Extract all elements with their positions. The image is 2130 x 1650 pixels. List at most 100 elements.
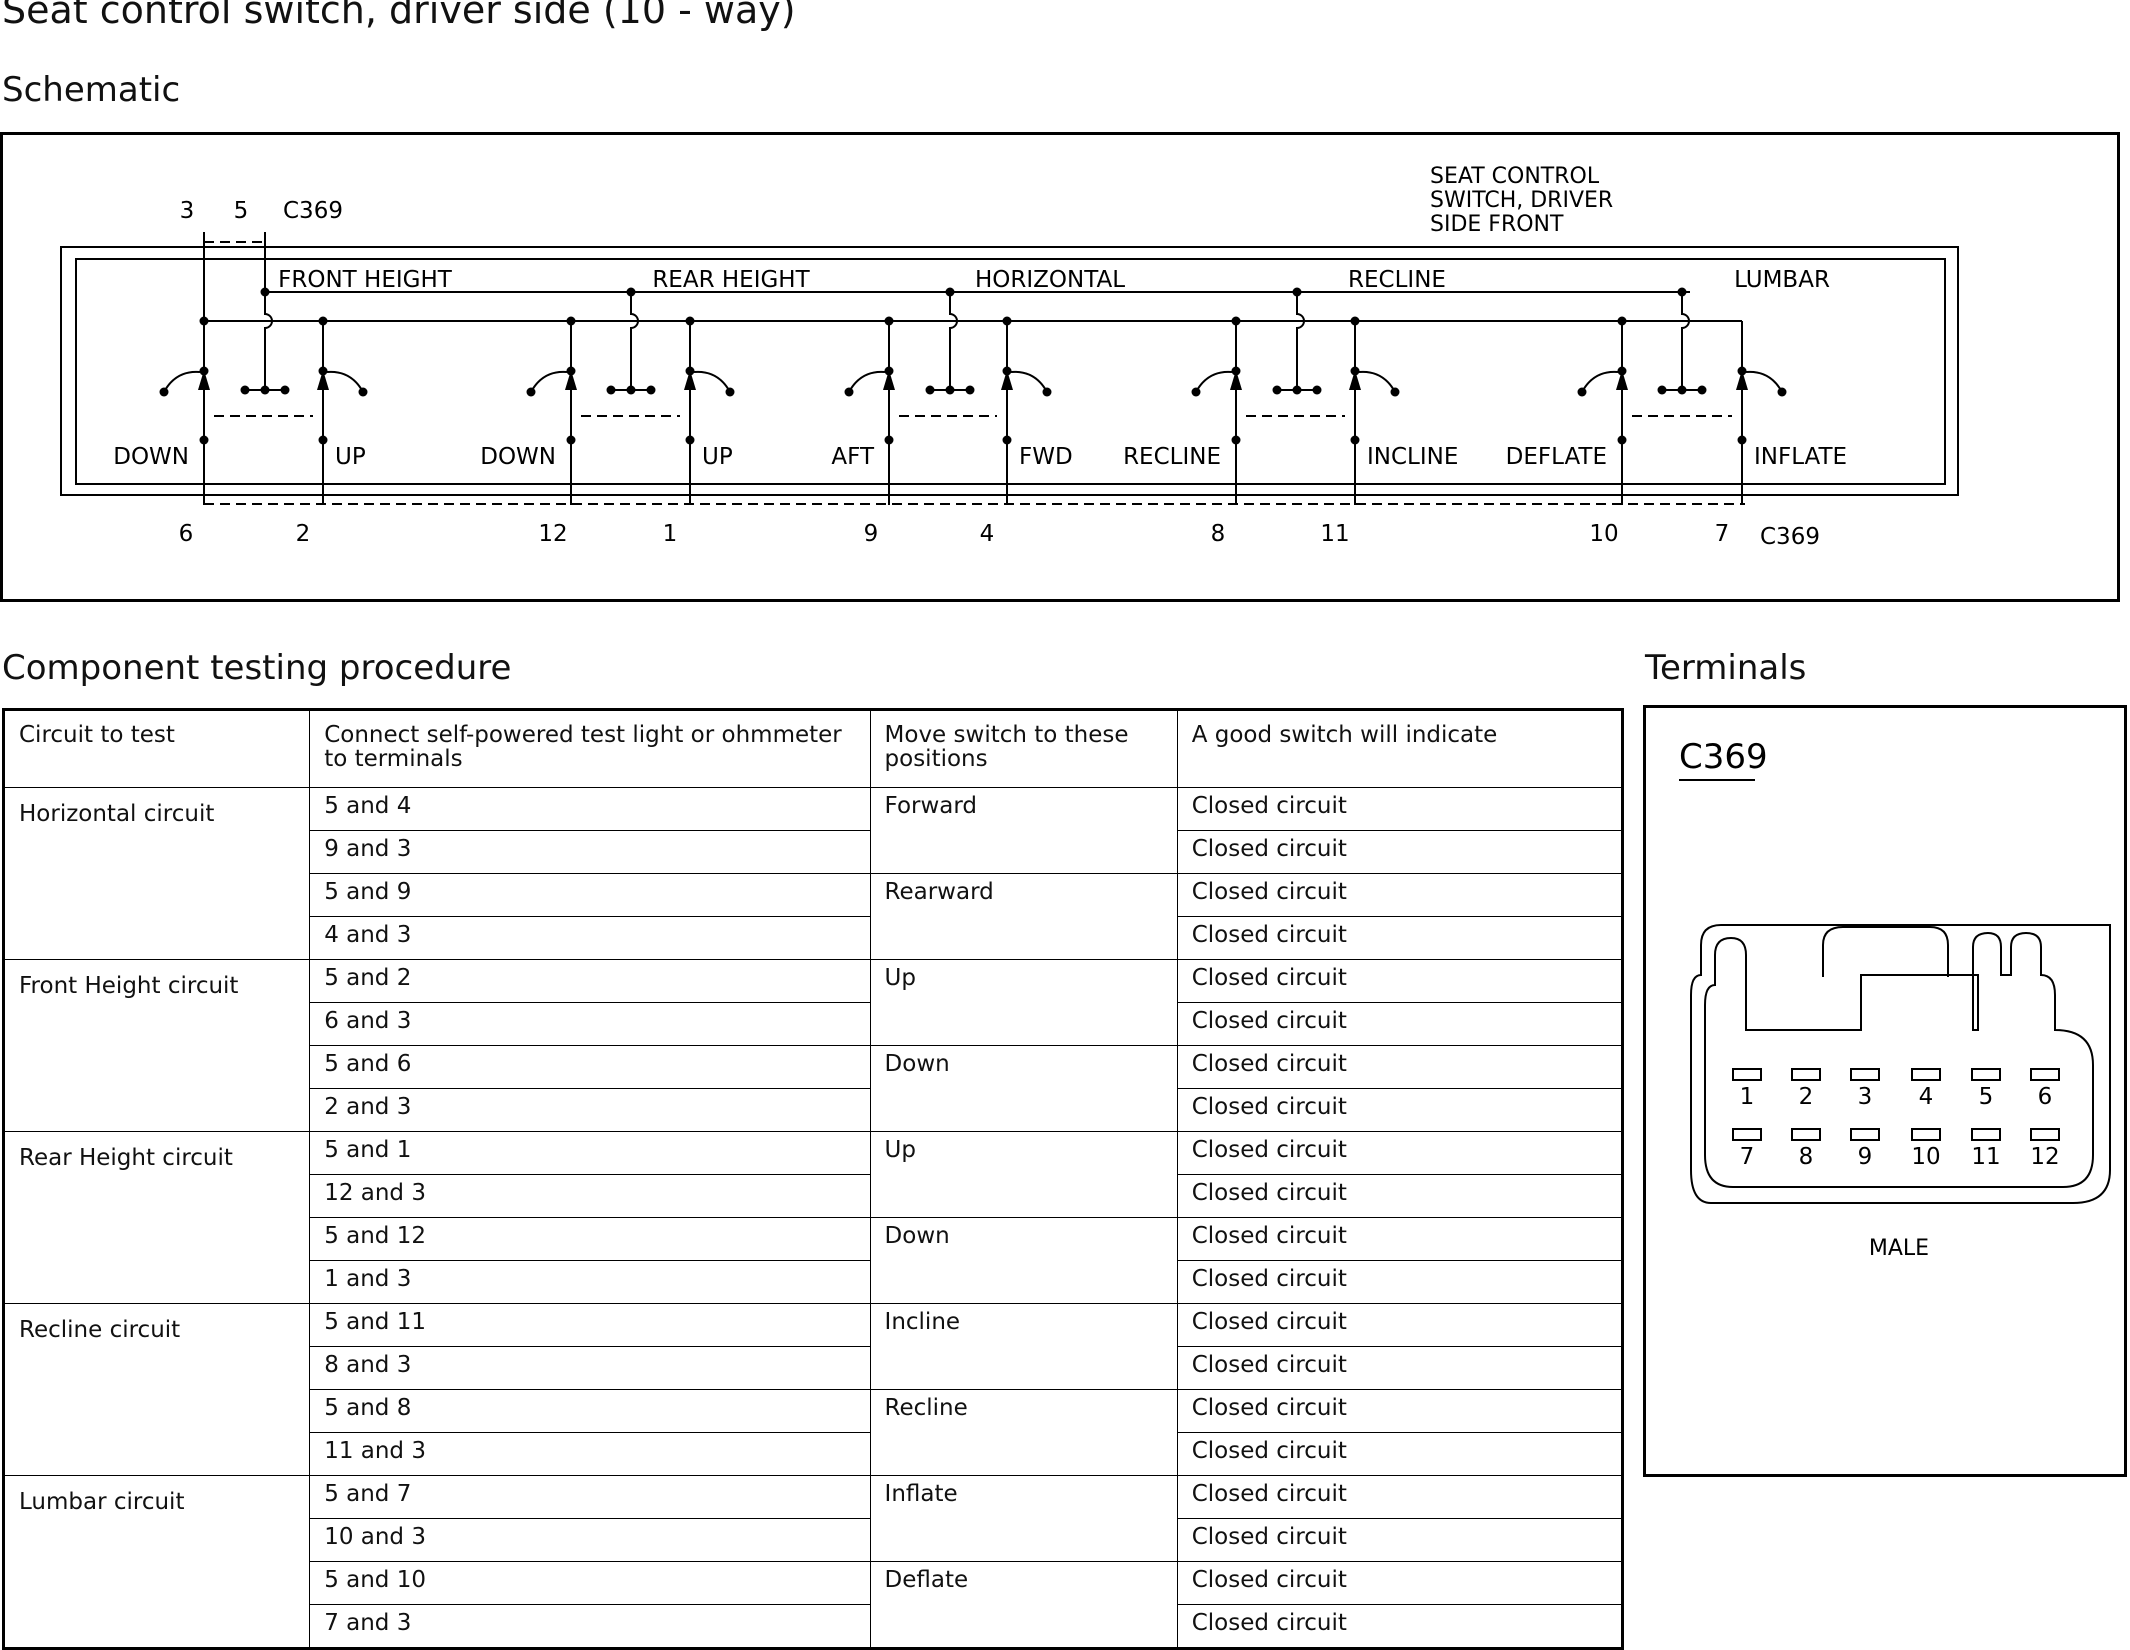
switch-arrow [684,370,696,390]
terminals-cell: 5 and 8 [309,1389,871,1433]
switch-outline-outer [60,246,1959,496]
switch-arrow [1736,370,1748,390]
page-title: Seat control switch, driver side (10 - w… [2,0,796,32]
pin-number: 1 [663,521,678,547]
result-cell: Closed circuit [1176,1475,1624,1519]
result-cell: Closed circuit [1176,1045,1624,1089]
device-label-line-1: SEAT CONTROL [1430,164,1600,189]
arc-end-dot [1777,387,1787,397]
terminals-cell: 9 and 3 [309,830,871,874]
section-title: REAR HEIGHT [652,267,810,293]
contact-dot [945,385,955,395]
terminals-cell: 5 and 7 [309,1475,871,1519]
terminal-pin [1971,1128,2001,1141]
circuit-cell: Recline circuit [2,1303,311,1476]
contact-dot [1677,385,1687,395]
contact-dot [606,385,616,395]
result-cell: Closed circuit [1176,1217,1624,1261]
contact-dot [1272,385,1282,395]
schematic-diagram: SEAT CONTROL SWITCH, DRIVER SIDE FRONT 3… [0,132,2120,602]
terminal-pin [2030,1128,2060,1141]
top-connector-label: C369 [283,198,343,224]
contact-dot [260,385,270,395]
terminals-cell: 5 and 11 [309,1303,871,1347]
column-header: Connect self-powered test light or ohmme… [309,709,871,788]
contact-dot [965,385,975,395]
contact-dot [1657,385,1667,395]
contact-dot [646,385,656,395]
position-label-left: RECLINE [1123,444,1221,470]
supply-junction [1292,287,1302,297]
switch-arrow [317,370,329,390]
gender-label: MALE [1869,1236,1929,1261]
terminals-cell: 12 and 3 [309,1174,871,1218]
supply-drop [264,292,273,390]
switch-outline-inner [75,258,1946,485]
terminals-cell: 1 and 3 [309,1260,871,1304]
switch-arrow [883,370,895,390]
switch-arc [848,370,886,393]
pin-number: 4 [980,521,995,547]
result-cell: Closed circuit [1176,787,1624,831]
pole-pivot-dot [1231,435,1241,445]
position-label-left: AFT [831,444,875,470]
result-cell: Closed circuit [1176,1260,1624,1304]
terminals-frame [1643,705,2127,1477]
position-label-right: UP [335,444,366,470]
terminal-pin [1971,1068,2001,1081]
result-cell: Closed circuit [1176,1432,1624,1476]
pole-top-dot [1617,366,1627,376]
arc-end-dot [1577,387,1587,397]
pole-pivot-dot [199,435,209,445]
switch-arc [326,370,364,393]
terminals-cell: 6 and 3 [309,1002,871,1046]
table-row: 1 and 3 Closed circuit [4,1260,1624,1304]
column-header: A good switch will indicate [1176,709,1624,788]
bus-junction [1231,316,1241,326]
pole-pivot-dot [1002,435,1012,445]
result-cell: Closed circuit [1176,916,1624,960]
contact-dot [1697,385,1707,395]
terminal-pin-number: 11 [1971,1144,2000,1170]
terminal-pin [1732,1068,1762,1081]
position-label-right: UP [702,444,733,470]
connector-key [1822,926,1949,977]
supply-junction [945,287,955,297]
result-cell: Closed circuit [1176,873,1624,917]
terminals-cell: 11 and 3 [309,1432,871,1476]
section-title: HORIZONTAL [975,267,1125,293]
contact-dot [240,385,250,395]
pole-pivot-dot [1350,435,1360,445]
contact-dot [925,385,935,395]
column-header: Move switch to these positions [869,709,1178,788]
terminal-pin-number: 9 [1858,1144,1873,1170]
schematic-frame [0,132,2120,602]
position-label-left: DOWN [113,444,189,470]
result-cell: Closed circuit [1176,830,1624,874]
terminals-cell: 5 and 12 [309,1217,871,1261]
pin-number: 2 [296,521,311,547]
switch-arrow [565,370,577,390]
terminal-pin-number: 12 [2030,1144,2059,1170]
result-cell: Closed circuit [1176,1303,1624,1347]
table-row: 9 and 3 Closed circuit [4,830,1624,874]
pin-number: 11 [1320,521,1349,547]
result-cell: Closed circuit [1176,1002,1624,1046]
table-row: 6 and 3 Closed circuit [4,1002,1624,1046]
arc-end-dot [159,387,169,397]
terminals-cell: 7 and 3 [309,1604,871,1649]
testing-procedure-table: Circuit to test Connect self-powered tes… [2,708,1624,1650]
result-cell: Closed circuit [1176,1088,1624,1132]
connector-body-inner [1704,931,2094,1188]
switch-arc [1195,370,1233,393]
contact-dot [1312,385,1322,395]
circuit-cell: Rear Height circuit [2,1131,311,1304]
